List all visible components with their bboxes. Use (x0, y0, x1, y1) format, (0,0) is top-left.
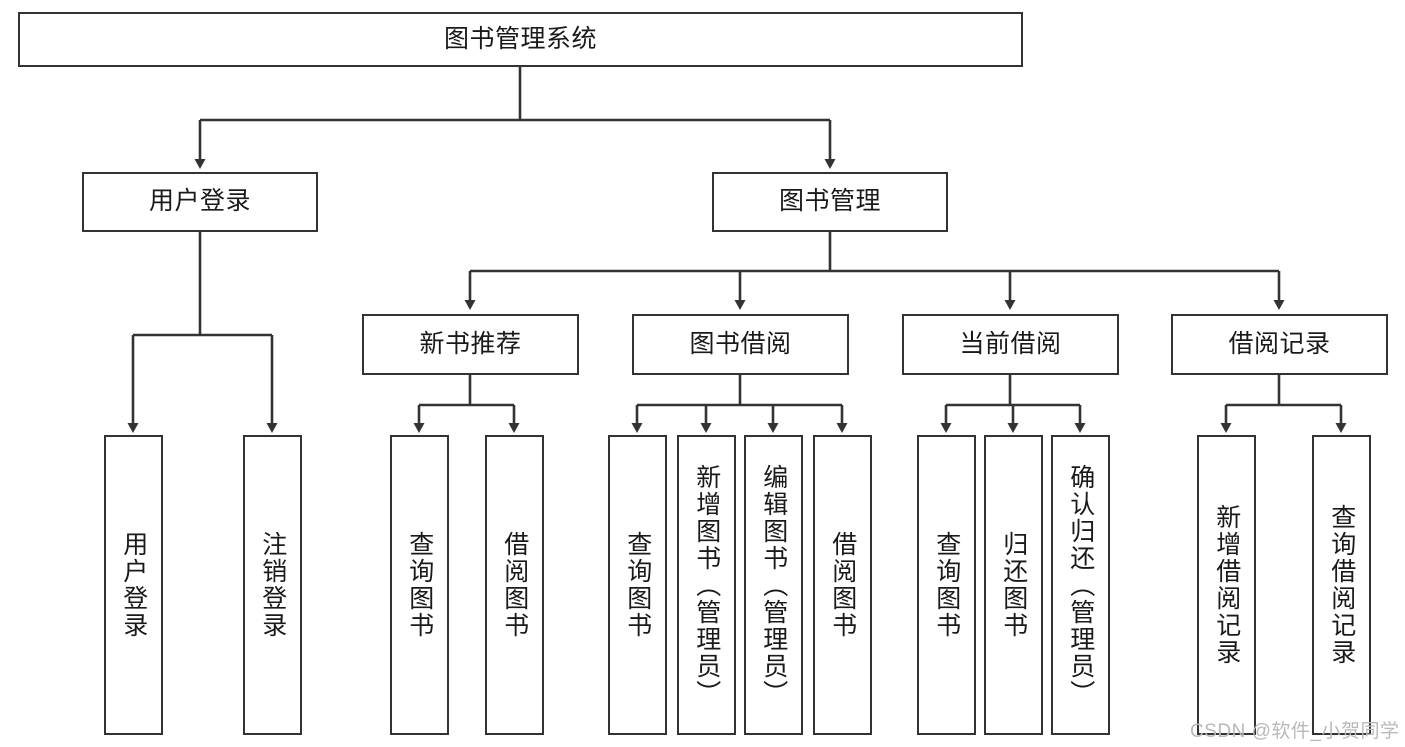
node-label: 注销登录 (258, 531, 287, 639)
node-book-borrow[interactable]: 图书借阅 (632, 314, 849, 375)
node-leaf-borrow-book-2[interactable]: 借阅图书 (813, 435, 872, 735)
node-label: 借阅记录 (1228, 329, 1331, 358)
node-leaf-add-book[interactable]: 新增图书（管理员） (677, 435, 736, 735)
node-label: 查询图书 (623, 531, 652, 639)
node-leaf-borrow-book-1[interactable]: 借阅图书 (485, 435, 544, 735)
node-leaf-query-book-2[interactable]: 查询图书 (608, 435, 667, 735)
node-book-management[interactable]: 图书管理 (712, 172, 948, 232)
watermark: CSDN @软件_小贺同学 (1190, 721, 1400, 742)
node-label: 查询借阅记录 (1327, 504, 1356, 666)
node-user-login[interactable]: 用户登录 (82, 172, 318, 232)
node-leaf-add-record[interactable]: 新增借阅记录 (1197, 435, 1256, 735)
node-leaf-query-book-3[interactable]: 查询图书 (917, 435, 976, 735)
node-leaf-user-login[interactable]: 用户登录 (104, 435, 163, 735)
node-leaf-confirm-return[interactable]: 确认归还（管理员） (1051, 435, 1110, 735)
node-label: 图书管理 (778, 187, 881, 216)
node-label: 借阅图书 (500, 531, 529, 639)
node-leaf-return-book[interactable]: 归还图书 (984, 435, 1043, 735)
node-label: 新增图书（管理员） (692, 463, 721, 707)
node-label: 借阅图书 (828, 531, 857, 639)
node-label: 用户登录 (148, 187, 251, 216)
node-leaf-logout-login[interactable]: 注销登录 (243, 435, 302, 735)
node-label: 新增借阅记录 (1212, 504, 1241, 666)
node-label: 查询图书 (405, 531, 434, 639)
node-label: 图书借阅 (689, 329, 792, 358)
node-current-borrow[interactable]: 当前借阅 (902, 314, 1119, 375)
node-root-book-management-system[interactable]: 图书管理系统 (18, 12, 1023, 67)
node-label: 当前借阅 (959, 329, 1062, 358)
node-borrow-record[interactable]: 借阅记录 (1171, 314, 1388, 375)
node-label: 用户登录 (119, 531, 148, 639)
node-label: 确认归还（管理员） (1066, 463, 1095, 707)
node-new-book-recommend[interactable]: 新书推荐 (362, 314, 579, 375)
node-label: 编辑图书（管理员） (759, 463, 788, 707)
node-label: 图书管理系统 (443, 24, 597, 53)
node-label: 归还图书 (999, 531, 1028, 639)
node-leaf-query-book-1[interactable]: 查询图书 (390, 435, 449, 735)
node-label: 新书推荐 (419, 329, 522, 358)
node-label: 查询图书 (932, 531, 961, 639)
node-leaf-edit-book[interactable]: 编辑图书（管理员） (744, 435, 803, 735)
node-leaf-query-record[interactable]: 查询借阅记录 (1312, 435, 1371, 735)
